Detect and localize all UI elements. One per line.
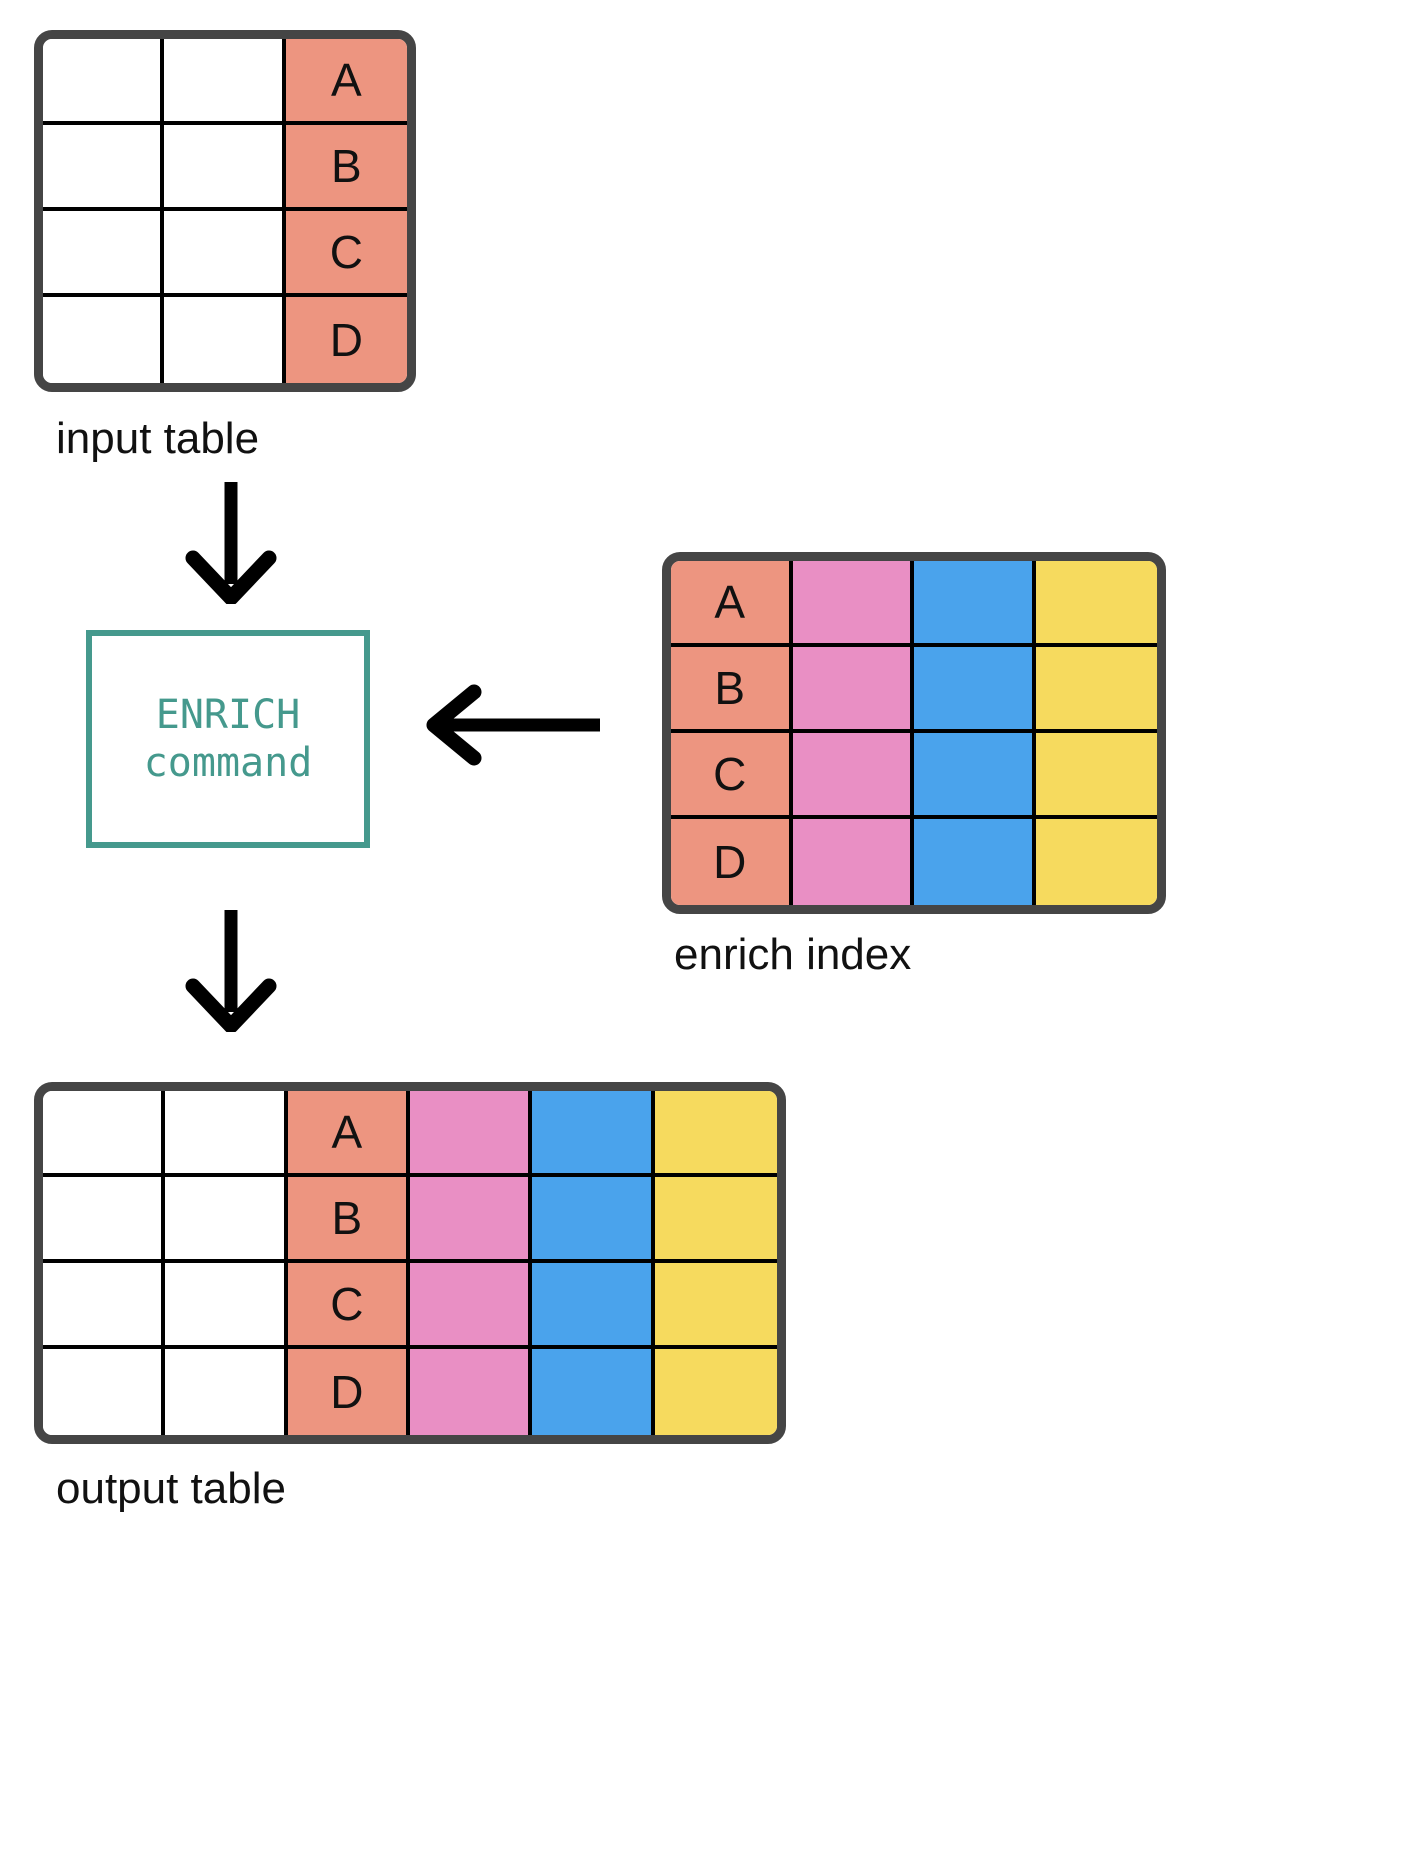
output-table-caption: output table [56, 1464, 286, 1513]
table-cell [532, 1263, 655, 1349]
table-cell [43, 211, 165, 297]
table-cell: A [671, 561, 793, 647]
table-cell [164, 39, 286, 125]
table-cell [164, 297, 286, 383]
table-cell [43, 297, 165, 383]
table-cell [654, 1349, 777, 1435]
table-cell [165, 1177, 288, 1263]
table-cell [914, 561, 1036, 647]
arrow-input-to-enrich-icon [176, 480, 286, 609]
table-cell [1035, 647, 1157, 733]
table-cell [43, 1177, 166, 1263]
table-cell [792, 561, 914, 647]
arrow-enrich-to-output-icon [176, 908, 286, 1037]
table-cell [410, 1263, 533, 1349]
table-cell [43, 1263, 166, 1349]
table-cell [43, 125, 165, 211]
table-cell [532, 1177, 655, 1263]
table-cell [43, 39, 165, 125]
enrich-index-table: A B C D [662, 552, 1166, 914]
output-table: A B C D [34, 1082, 786, 1444]
table-cell [792, 733, 914, 819]
enrich-command-line-2: command [143, 740, 313, 786]
enrich-command-box[interactable]: ENRICH command [86, 630, 370, 848]
enrich-command-line-1: ENRICH [155, 691, 301, 738]
table-cell [792, 819, 914, 905]
table-cell: C [287, 1263, 410, 1349]
table-cell [654, 1263, 777, 1349]
table-cell: C [285, 211, 407, 297]
table-cell [165, 1263, 288, 1349]
table-cell [164, 125, 286, 211]
table-cell [914, 819, 1036, 905]
table-cell [914, 647, 1036, 733]
table-cell: B [671, 647, 793, 733]
table-cell: D [287, 1349, 410, 1435]
enrich-index-caption: enrich index [674, 930, 912, 979]
table-cell: A [287, 1091, 410, 1177]
table-cell [532, 1349, 655, 1435]
table-cell [1035, 561, 1157, 647]
table-cell [532, 1091, 655, 1177]
table-cell: D [671, 819, 793, 905]
input-table-caption: input table [56, 414, 260, 463]
table-cell [410, 1349, 533, 1435]
table-cell: B [287, 1177, 410, 1263]
table-cell [914, 733, 1036, 819]
table-cell: A [285, 39, 407, 125]
table-cell: D [285, 297, 407, 383]
table-cell [43, 1349, 166, 1435]
table-cell [1035, 733, 1157, 819]
table-cell [1035, 819, 1157, 905]
input-table: A B C D [34, 30, 416, 392]
table-cell [164, 211, 286, 297]
table-cell [165, 1349, 288, 1435]
table-cell: B [285, 125, 407, 211]
arrow-index-to-enrich-icon [412, 680, 602, 775]
table-cell [410, 1177, 533, 1263]
table-cell [654, 1177, 777, 1263]
table-cell [410, 1091, 533, 1177]
table-cell: C [671, 733, 793, 819]
table-cell [654, 1091, 777, 1177]
table-cell [43, 1091, 166, 1177]
table-cell [792, 647, 914, 733]
table-cell [165, 1091, 288, 1177]
